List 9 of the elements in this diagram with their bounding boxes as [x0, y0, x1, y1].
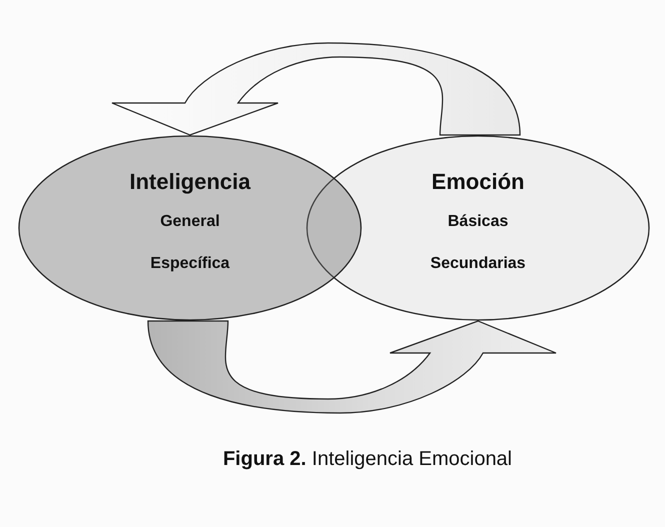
ellipse-item: Secundarias: [430, 255, 526, 273]
ellipse-title: Inteligencia: [129, 169, 251, 195]
figure-caption: Figura 2. Inteligencia Emocional: [222, 448, 512, 471]
ellipse-item: Básicas: [448, 213, 508, 231]
curved-block-arrow: [147, 320, 557, 414]
ellipse-item: General: [160, 213, 220, 231]
ellipse-item: Específica: [150, 255, 230, 273]
curved-block-arrow: [111, 42, 521, 136]
ellipse-title: Emoción: [432, 169, 524, 195]
